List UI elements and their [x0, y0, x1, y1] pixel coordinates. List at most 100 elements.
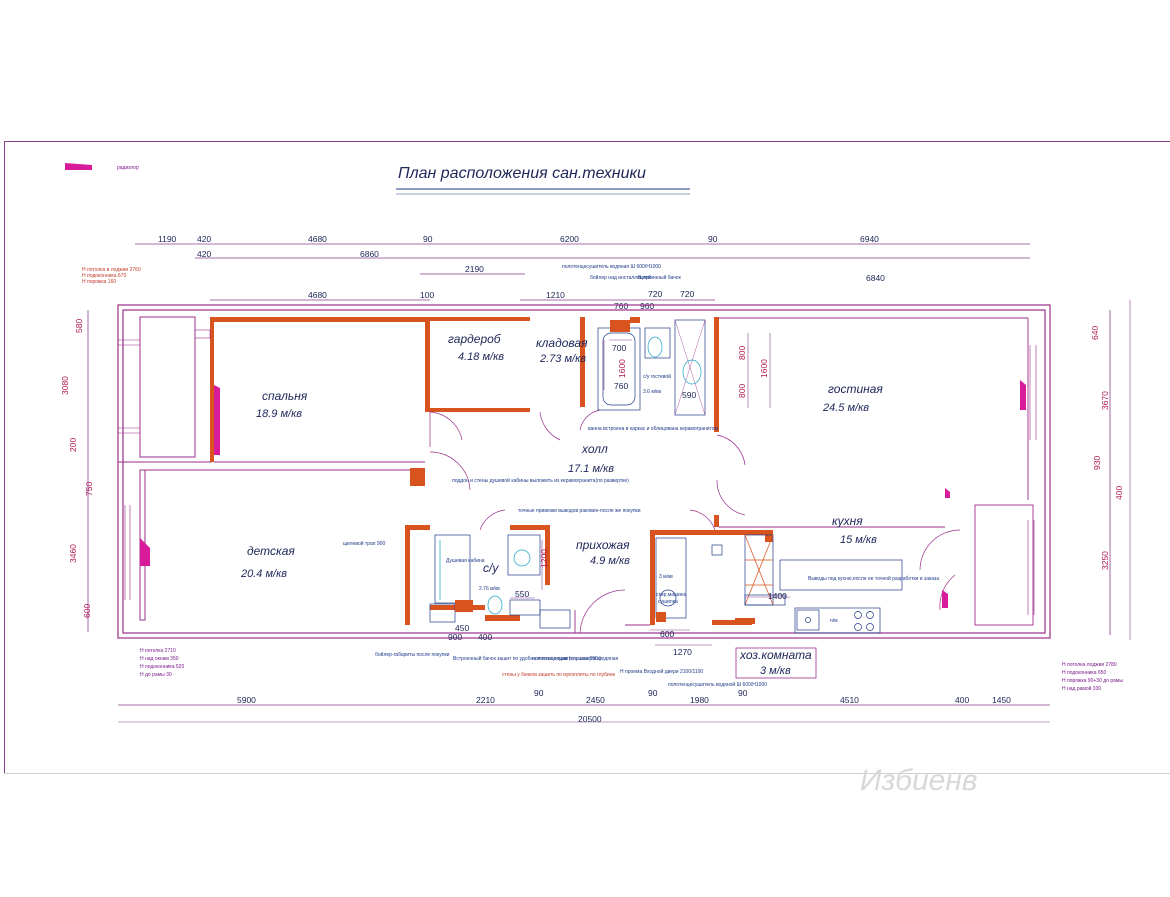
note-boiler-bottom: бойлер-габариты после покупки [375, 651, 450, 658]
dim-400: 400 [478, 632, 492, 642]
radiator-living [1020, 380, 1026, 410]
room-wardrobe-area: 4.18 м/кв [458, 351, 504, 363]
note-br-3: Н над рамой 330 [1062, 685, 1101, 692]
note-bl-3: Н до рамы 30 [140, 672, 172, 678]
dim-450: 450 [455, 623, 469, 633]
room-wardrobe-name: гардероб [448, 332, 502, 346]
dim-100: 100 [420, 290, 434, 300]
dim-1600b: 1600 [759, 359, 769, 378]
dim-800b: 800 [737, 384, 747, 398]
notes-bottom-right: Н потолка лоджии 2780 Н подоконника 650 … [1062, 662, 1123, 692]
dim-1190: 1190 [158, 234, 177, 244]
note-tank-bottom: Встроенный бачок зашит по удобна инсталл… [453, 655, 601, 662]
annotations: полотенцесушитель водяная Ш 600/Н1000 бо… [343, 264, 939, 688]
dim-left-3460: 3460 [68, 544, 78, 563]
left-dimensions: 580 3080 200 750 3460 600 [60, 310, 94, 632]
dim-4680: 4680 [308, 234, 327, 244]
room-entry-area: 4.9 м/кв [590, 555, 630, 567]
bathroom-top [597, 319, 706, 416]
dim-bot-90b: 90 [648, 688, 658, 698]
notes-top-left: Н потолка в лоджии 2760 Н подоконника 67… [82, 267, 141, 285]
room-labels: гардероб 4.18 м/кв кладовая 2.73 м/кв сп… [240, 332, 883, 679]
page-title: План расположения сан.техники [398, 165, 646, 182]
dim-960: 960 [640, 301, 654, 311]
dim-600: 600 [660, 629, 674, 639]
note-bl-2: Н подоконника 520 [140, 664, 184, 670]
dim-4680b: 4680 [308, 290, 327, 300]
note-bl-1: Н над окнам 350 [140, 656, 179, 662]
note-br-1: Н подоконника 650 [1062, 670, 1106, 676]
notes-bottom-left: Н потолка 2710 Н над окнам 350 Н подокон… [140, 648, 184, 678]
utility-room [655, 534, 774, 622]
room-hall-name: холл [581, 442, 608, 456]
note-ceiling-loggia: Н потолка в лоджии 2760 [82, 267, 141, 273]
label-bath-guest: с/у гостевой [643, 373, 671, 380]
room-pantry-area: 2.73 м/кв [539, 353, 586, 365]
sheet-border-bottom [4, 773, 1170, 774]
radiator-kitchen-1 [945, 488, 950, 498]
note-br-2: Н порожка 90+30 до рамы [1062, 678, 1123, 684]
dim-left-200: 200 [68, 438, 78, 452]
dim-720b: 720 [680, 289, 694, 299]
room-living-name: гостиная [828, 382, 883, 396]
dim-590: 590 [682, 390, 696, 400]
room-wc-name: с/у [483, 561, 499, 575]
radiator-kitchen-2 [942, 590, 948, 608]
note-towel-bottom: полотенцесушитель шаг.600 водяная [532, 656, 619, 662]
label-hoz-small: 3 м/кв [659, 574, 673, 580]
note-threshold: Н порожка 160 [82, 279, 116, 285]
dim-800a: 800 [737, 346, 747, 360]
top-dimensions [135, 243, 1030, 301]
partition-lines [140, 317, 1034, 633]
dim-1270: 1270 [673, 647, 692, 657]
dim-left-750: 750 [84, 482, 94, 496]
loggia-left [118, 316, 212, 621]
windows [118, 329, 1037, 615]
door-swings [429, 409, 961, 634]
dim-bot-2210: 2210 [476, 695, 495, 705]
title-block: План расположения сан.техники [396, 165, 690, 195]
dim-right-930: 930 [1092, 456, 1102, 470]
label-dryer: сушилка [658, 599, 678, 605]
dim-bot-2450: 2450 [586, 695, 605, 705]
note-kitchen: Выводы под кухню,после ее точной разрабо… [808, 575, 939, 582]
room-bedroom-area: 18.9 м/кв [256, 408, 302, 420]
dim-90b: 90 [708, 234, 718, 244]
room-utility-area: 3 м/кв [760, 665, 791, 677]
dim-6200: 6200 [560, 234, 579, 244]
note-bl-0: Н потолка 2710 [140, 648, 176, 654]
dim-550: 550 [515, 589, 529, 599]
radiator-kids [140, 538, 150, 566]
label-shower-cabin: Душевая кабина [446, 558, 485, 564]
label-wc-area: 2.76 м/кв [479, 586, 500, 592]
room-living-area: 24.5 м/кв [822, 402, 869, 414]
note-drain: щелевой трап 900 [343, 540, 385, 547]
label-wash: стир.машина [656, 592, 687, 598]
top-dimension-texts: 1190 420 4680 90 6200 90 6940 420 6860 2… [158, 234, 885, 311]
room-utility-name: хоз.комната [739, 648, 812, 662]
dim-left-3080: 3080 [60, 376, 70, 395]
dim-420: 420 [197, 234, 211, 244]
legend: радиатор [65, 163, 139, 171]
note-bath: ванна встроена в каркас и облицована кер… [588, 426, 719, 432]
right-dimensions: 640 3670 930 400 3250 [1090, 300, 1131, 640]
note-towel-top: полотенцесушитель водяная Ш 600/Н1000 [562, 264, 661, 270]
note-towel-hoz: полотенцесушитель водяной Ш 600/Н1000 [668, 681, 767, 688]
dim-1600a: 1600 [617, 359, 627, 378]
note-sink: точные привязки выводов раковин-после же… [518, 508, 641, 514]
note-door: Н проема Входной двери 2100/1100 [620, 668, 703, 675]
dim-420b: 420 [197, 249, 211, 259]
radiators [140, 380, 1026, 608]
dim-6840: 6840 [866, 273, 885, 283]
dim-right-3250: 3250 [1100, 551, 1110, 570]
dim-6940: 6940 [860, 234, 879, 244]
note-tank-top: Встроенный бачок [638, 274, 682, 281]
dim-bot-90c: 90 [738, 688, 748, 698]
dim-760b: 760 [614, 381, 628, 391]
note-shower: поддон и стены душевой кабины выложить и… [452, 477, 629, 484]
room-entry-name: прихожая [576, 538, 630, 552]
dim-left-580: 580 [74, 319, 84, 333]
dim-700: 700 [612, 343, 626, 353]
dim-bot-5900: 5900 [237, 695, 256, 705]
